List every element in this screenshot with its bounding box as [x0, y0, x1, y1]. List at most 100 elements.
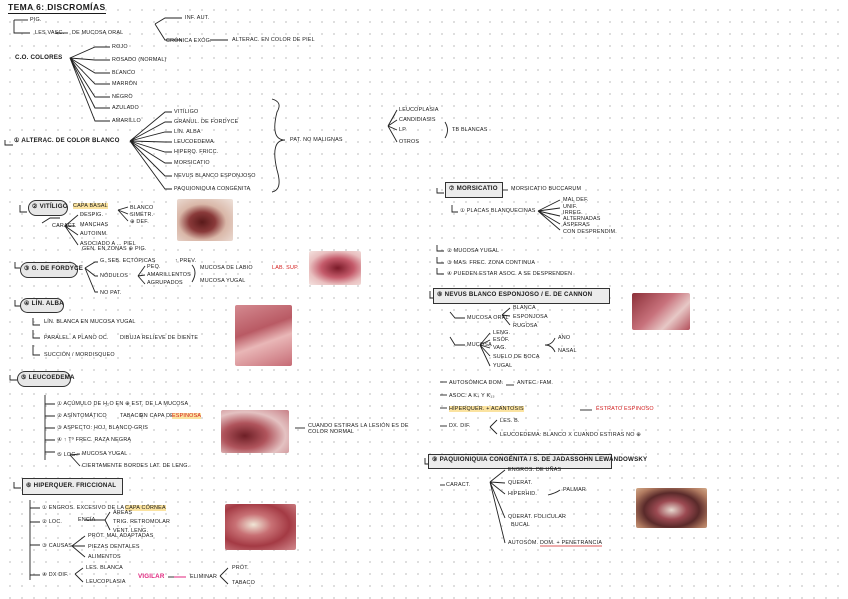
nevus-box — [433, 288, 610, 304]
morsicatio-placa-sub: IRREG. — [563, 210, 583, 216]
leucoedema-loc: CIERTAMENTE BORDES LAT. DE LENG. — [82, 463, 190, 469]
nevus-mucosa: MUCOSA — [467, 342, 492, 348]
morsicatio-item: ③ MAS. FREC. ZONA CONTINUA — [447, 260, 536, 266]
color-item: MARRÓN — [112, 81, 138, 87]
fordyce-yugal: MUCOSA YUGAL — [200, 278, 246, 284]
fordyce-mucosa-labio: MUCOSA DE LABIO — [200, 265, 253, 271]
hiperq-cornea: CAPA CÓRNEA — [125, 505, 166, 511]
fordyce-nodulos: NÓDULOS — [100, 273, 129, 279]
nevus-mo-sub: RUGOSA — [513, 323, 538, 329]
morsicatio-placa-sub: MAL DEF. — [563, 197, 589, 203]
morsicatio-placa-sub: ÁSPERAS — [563, 222, 590, 228]
hiperq-item: ④ DX DIF. — [42, 572, 69, 578]
hiperq-causa: PIEZAS DENTALES — [88, 544, 140, 550]
morsicatio-item: ② MUCOSA YUGAL — [447, 248, 500, 254]
blanco-heading: ① ALTERAC. DE COLOR BLANCO — [14, 137, 120, 144]
pig-label: PIG. — [30, 17, 42, 23]
vitiligo-item: GEN. EN ZONAS ⊕ PIG. — [82, 246, 147, 252]
linea-alba-paralelo: PARALEL. A PLANO OC. — [44, 335, 109, 341]
hiperq-loc: TRIG. RETROMOLAR — [113, 519, 171, 525]
leucoedema-item: ⑤ LOC.: — [57, 452, 79, 458]
right-item: LEUCOPLASIA — [399, 107, 439, 113]
linea-alba-pill — [20, 298, 64, 313]
blanco-item: NEVUS BLANCO ESPONJOSO — [174, 173, 256, 179]
fordyce-nod-sub: AMARILLENTOS — [147, 272, 191, 278]
paquioniquia-item: QUERAT. — [508, 480, 533, 486]
page-title: TEMA 6: DISCROMÍAS — [8, 2, 106, 14]
nevus-autosomica: AUTOSÓMICA DOM. — [449, 380, 504, 386]
paquioniquia-item: AUTOSÓM. DOM. + PENETRANCIA — [508, 540, 603, 546]
color-item: NEGRO — [112, 94, 133, 100]
cronica-exog-label: CRÓNICA EXÓG. — [166, 38, 212, 44]
morsicatio-placas: ① PLACAS BLANQUECINAS — [460, 208, 536, 214]
no-malignas-note: PAT. NO MALIGNAS — [290, 137, 343, 143]
vitiligo-sub: BLANCO — [130, 205, 154, 211]
nevus-dx-sub: LEUCOEDEMA: BLANCO X CUANDO ESTIRAS NO ⊕ — [500, 432, 642, 438]
inf-aut-label: INF. AUT. — [185, 15, 210, 21]
eliminar-label: ELIMINAR — [190, 574, 218, 580]
blanco-item: PAQUIONIQUIA CONGÉNITA — [174, 186, 251, 192]
fordyce-nod-sub: AGRUPADOS — [147, 280, 183, 286]
leucoedema-result: CUANDO ESTIRAS LA LESIÓN ES DE COLOR NOR… — [308, 423, 409, 435]
hiperq-dx: LES. BLANCA — [86, 565, 123, 571]
tb-blancas-note: TB BLANCAS — [452, 127, 488, 133]
vitiligo-item: MANCHAS — [80, 222, 109, 228]
blanco-item: LÍN. ALBA — [174, 129, 201, 135]
color-item: AZULADO — [112, 105, 139, 111]
fordyce-lab-sup: LAB. SUP. — [272, 265, 299, 271]
color-item: ROSADO (NORMAL) — [112, 57, 167, 63]
linea-alba-desc: LÍN. BLANCA EN MUCOSA YUGAL — [44, 319, 136, 325]
fordyce-pill — [20, 262, 78, 278]
nevus-photo — [632, 293, 690, 330]
eliminar-sub: TABACO — [232, 580, 255, 586]
leucoedema-item: ① ACÚMULO DE H₂O EN ⊕ EST. DE LA MUCOSA — [57, 401, 189, 407]
linea-alba-succion: SUCCIÓN / MORDISQUEO — [44, 352, 115, 358]
morsicatio-item: ④ PUEDEN ESTAR ASOC. A SE DESPRENDEN — [447, 271, 573, 277]
hiperq-dx: LEUCOPLASIA — [86, 579, 126, 585]
les-vasc-label: LES VASC. — [35, 30, 65, 36]
eliminar-sub: PRÓT. — [232, 565, 249, 571]
fordyce-prev: ↑ PREV. — [175, 258, 197, 264]
leucoedema-pill — [17, 371, 71, 387]
fordyce-no-pat: NO PAT. — [100, 290, 122, 296]
morsicatio-placa-sub: ALTERNADAS — [563, 216, 601, 222]
hiperqueratosis-photo — [225, 504, 296, 550]
paquioniquia-caract: CARACT. — [446, 482, 471, 488]
leucoedema-photo — [221, 410, 289, 453]
hiperq-causa: ALIMENTOS — [88, 554, 121, 560]
leucoedema-heading: ⑤ LEUCOEDEMA — [21, 374, 75, 381]
paquioniquia-item: QUERAT. FOLICULAR — [508, 514, 567, 520]
morsicatio-placa-sub: UNIF. — [563, 204, 578, 210]
leucoedema-loc: MUCOSA YUGAL — [82, 451, 128, 457]
hiperq-encia: ENCÍA — [78, 517, 96, 523]
vitiligo-item: DESPIG. — [80, 212, 104, 218]
paquioniquia-item: BUCAL — [511, 522, 530, 528]
color-item: AMARILLO — [112, 118, 141, 124]
fordyce-photo — [309, 251, 361, 285]
nevus-mo-sub: BLANCA — [513, 305, 536, 311]
linea-alba-dibuja: DIBUJA RELIEVE DE DIENTE — [120, 335, 199, 341]
right-item: OTROS — [399, 139, 420, 145]
hiperq-item: ② LOC. — [42, 519, 63, 525]
nevus-m-note: NASAL — [558, 348, 577, 354]
nevus-asoc: ASOC. A K₄ Y K₁₃ — [449, 393, 495, 399]
nevus-m-sub: YUGAL — [493, 363, 513, 369]
nevus-m-sub: VAG. — [493, 345, 507, 351]
vitiligo-pill — [28, 200, 68, 216]
linea-alba-heading: ④ LÍN. ALBA — [24, 300, 64, 307]
leucoedema-capa: EN CAPA DE — [140, 413, 174, 419]
hiperq-item: ③ CAUSAS — [42, 543, 73, 549]
color-item: ROJO — [112, 44, 128, 50]
vitiligo-photo — [177, 199, 233, 241]
blanco-item: MORSICATIO — [174, 160, 210, 166]
mucosa-oral-label: DE MUCOSA ORAL — [72, 30, 124, 36]
leucoedema-tabaco: TABACO — [120, 413, 143, 419]
leucoedema-espinosa: ESPINOSA — [172, 413, 202, 419]
nevus-m-sub: LENG. — [493, 330, 511, 336]
morsicatio-placa-sub: CON DESPRENDIM. — [563, 229, 617, 235]
blanco-item: GRÁNUL. DE FORDYCE — [174, 119, 239, 125]
linea-alba-photo — [235, 305, 292, 366]
fordyce-heading: ③ G. DE FORDYCE — [24, 265, 84, 272]
morsicatio-heading: ⑦ MORSICATIO — [449, 185, 498, 192]
nevus-mucosa-oral: MUCOSA ORAL — [467, 315, 509, 321]
